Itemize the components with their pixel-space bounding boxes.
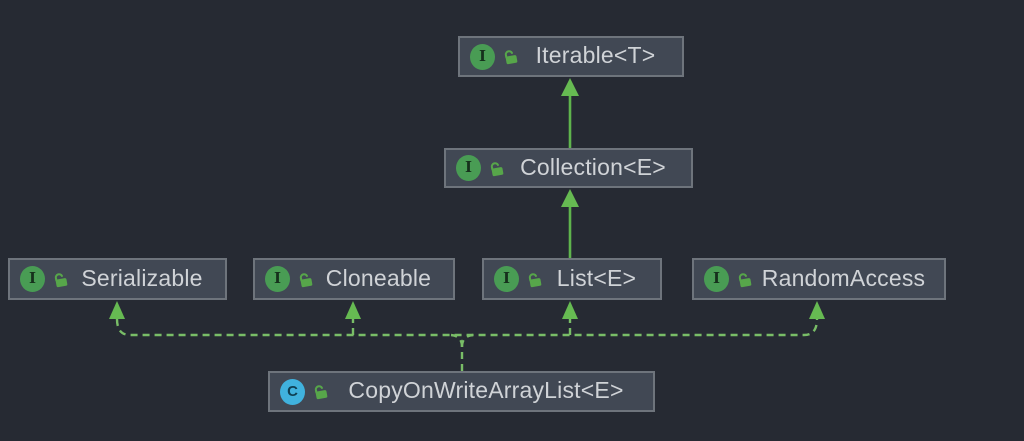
unlocked-padlock-icon bbox=[526, 270, 545, 289]
node-random-access[interactable]: I RandomAccess bbox=[692, 258, 946, 300]
unlocked-padlock-icon bbox=[52, 270, 71, 289]
node-label: Serializable bbox=[81, 264, 203, 291]
edge-fork-right bbox=[460, 333, 474, 348]
node-label: Collection<E> bbox=[520, 153, 666, 180]
unlocked-padlock-icon bbox=[312, 382, 331, 401]
unlocked-padlock-icon bbox=[502, 47, 521, 66]
node-collection[interactable]: I Collection<E> bbox=[444, 148, 693, 188]
node-label: CopyOnWriteArrayList<E> bbox=[348, 377, 624, 403]
arrowhead-iterable-icon bbox=[561, 78, 579, 96]
node-copy-on-write-array-list[interactable]: C CopyOnWriteArrayList<E> bbox=[268, 371, 655, 412]
arrowhead-list-icon bbox=[562, 301, 578, 319]
node-label: RandomAccess bbox=[761, 264, 926, 291]
class-icon: C bbox=[280, 378, 305, 405]
interface-icon: I bbox=[265, 266, 290, 292]
interface-icon: I bbox=[456, 155, 481, 181]
node-label: Cloneable bbox=[325, 264, 432, 291]
node-label: Iterable<T> bbox=[535, 42, 656, 68]
edge-implements-bus bbox=[115, 318, 819, 337]
arrowhead-collection-icon bbox=[561, 189, 579, 207]
unlocked-padlock-icon bbox=[488, 159, 507, 178]
arrowhead-randomaccess-icon bbox=[809, 301, 825, 319]
interface-icon: I bbox=[494, 266, 519, 292]
arrowhead-cloneable-icon bbox=[345, 301, 361, 319]
interface-icon: I bbox=[470, 43, 495, 70]
node-serializable[interactable]: I Serializable bbox=[8, 258, 227, 300]
edge-fork-left bbox=[450, 333, 464, 348]
node-iterable[interactable]: I Iterable<T> bbox=[458, 36, 684, 77]
node-cloneable[interactable]: I Cloneable bbox=[253, 258, 455, 300]
node-label: List<E> bbox=[556, 264, 637, 291]
unlocked-padlock-icon bbox=[297, 270, 316, 289]
interface-icon: I bbox=[20, 266, 45, 292]
interface-icon: I bbox=[704, 266, 729, 292]
arrowhead-serializable-icon bbox=[109, 301, 125, 319]
unlocked-padlock-icon bbox=[736, 270, 755, 289]
node-list[interactable]: I List<E> bbox=[482, 258, 662, 300]
